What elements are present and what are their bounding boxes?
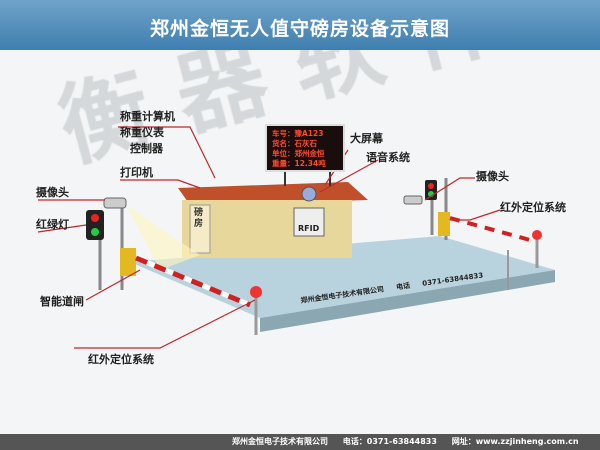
platform-side xyxy=(260,270,555,332)
booth-door xyxy=(189,204,211,254)
ir-sensor-left xyxy=(250,286,262,298)
camera-right xyxy=(403,195,423,205)
barrier-box-left xyxy=(120,248,136,276)
label-ir-right: 红外定位系统 xyxy=(500,201,566,214)
led-line: 单位：郑州金恒 xyxy=(272,149,325,158)
booth-roof xyxy=(178,182,368,205)
label-camera-right: 摄像头 xyxy=(476,170,509,183)
green-light xyxy=(91,228,99,236)
barrier-arm-left xyxy=(135,255,251,308)
footer-site: 网址：www.zzjinheng.com.cn xyxy=(451,437,579,446)
title-bar xyxy=(0,0,600,50)
label-printer: 打印机 xyxy=(120,166,153,179)
label-traffic-light: 红绿灯 xyxy=(36,218,69,231)
led-line: 货名：石灰石 xyxy=(272,139,317,148)
label-voice: 语音系统 xyxy=(366,151,410,164)
speaker xyxy=(301,186,317,202)
traffic-light-left xyxy=(86,210,104,240)
label-barrier: 智能道闸 xyxy=(40,295,84,308)
label-big-screen: 大屏幕 xyxy=(350,132,383,145)
ir-sensor-right xyxy=(532,230,542,240)
led-line: 车号：豫A123 xyxy=(272,129,324,138)
footer-phone: 电话：0371-63844833 xyxy=(342,437,437,446)
footer: 郑州金恒电子技术有限公司 电话：0371-63844833 网址：www.zzj… xyxy=(0,434,600,450)
red-light xyxy=(91,214,99,222)
label-indicator: 称重仪表 xyxy=(120,126,164,139)
label-controller: 控制器 xyxy=(130,142,163,155)
camera-left xyxy=(103,197,127,209)
camera-beam xyxy=(126,205,200,270)
label-ir-bottom: 红外定位系统 xyxy=(88,353,154,366)
booth-sign: 磅房 xyxy=(194,208,204,229)
page-title: 郑州金恒无人值守磅房设备示意图 xyxy=(149,18,450,40)
barrier-box-right xyxy=(438,212,450,236)
rfid-label: RFID xyxy=(298,224,320,233)
led-line: 重量：12.34吨 xyxy=(272,159,326,168)
label-camera-left: 摄像头 xyxy=(36,186,69,199)
barrier-arm-right xyxy=(449,216,531,242)
platform-phone-label: 电话 xyxy=(395,281,411,292)
led-screen: 车号：豫A123 货名：石灰石 单位：郑州金恒 重量：12.34吨 xyxy=(265,124,345,172)
red-light xyxy=(428,183,434,189)
label-computer: 称重计算机 xyxy=(120,110,175,123)
footer-company: 郑州金恒电子技术有限公司 xyxy=(232,437,328,446)
rfid-reader xyxy=(293,207,325,237)
